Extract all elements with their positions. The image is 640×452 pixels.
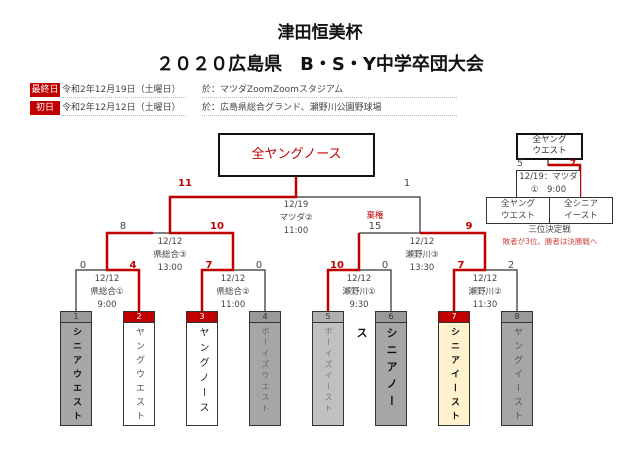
forfeit-note: 棄権 xyxy=(366,211,384,221)
team-3: 3 ヤングノース xyxy=(186,311,218,426)
qf4-info: 12/12 瀬野川② 11:30 xyxy=(450,273,520,312)
qf4-score-left: 7 xyxy=(457,260,465,271)
team-8: 8 ヤングイースト xyxy=(501,311,533,426)
team-name: ヤングイースト xyxy=(512,327,522,425)
team-seed: 7 xyxy=(439,312,469,323)
third-team-left: 全ヤングウエスト xyxy=(486,197,550,224)
third-place-label: 三位決定戦 xyxy=(528,225,571,235)
qf3-score-right: 0 xyxy=(381,260,389,271)
qf2-venue: 県総合② xyxy=(216,287,250,297)
qf1-score-left: 0 xyxy=(79,260,87,271)
qf3-score-left: 10 xyxy=(330,260,344,271)
qf1-venue: 県総合① xyxy=(90,287,124,297)
third-match-line2: ① 9:00 xyxy=(530,185,567,195)
final-score-left: 11 xyxy=(178,178,192,189)
team-seed: 2 xyxy=(124,312,154,323)
team-7: 7 シニアイースト xyxy=(438,311,470,426)
team-seed: 3 xyxy=(187,312,217,323)
first-day-label: 初日 xyxy=(30,101,60,115)
qf4-score-right: 2 xyxy=(507,260,515,271)
team-seed: 1 xyxy=(61,312,91,323)
final-date: 12/19 xyxy=(283,200,309,210)
first-day-venue: 於：広島県総合グランド、瀬野川公園野球場 xyxy=(202,101,457,116)
team-name: シニアイースト xyxy=(449,327,459,425)
qf4-time: 11:30 xyxy=(472,300,498,310)
qf4-date: 12/12 xyxy=(472,274,498,284)
first-day-date: 令和2年12月12日（土曜日） xyxy=(62,101,186,116)
qf3-time: 9:30 xyxy=(349,300,369,310)
team-name: シニアノース xyxy=(355,327,398,412)
team-seed: 6 xyxy=(376,312,406,323)
qf2-score-right: 0 xyxy=(255,260,263,271)
semi1-score-left: 8 xyxy=(119,221,127,232)
final-info: 12/19 マツダ② 11:00 xyxy=(261,199,331,238)
team-seed: 4 xyxy=(250,312,280,323)
title-line2: ２０２０広島県 B・S・Y中学卒団大会 xyxy=(156,54,484,75)
qf4-venue: 瀬野川② xyxy=(468,287,502,297)
semi2-info: 12/12 瀬野川③ 13:30 xyxy=(387,236,457,275)
qf2-score-left: 7 xyxy=(205,260,213,271)
semi1-info: 12/12 県総合③ 13:00 xyxy=(135,236,205,275)
team-seed: 5 xyxy=(313,312,343,323)
semi2-score-right: 9 xyxy=(465,221,473,232)
qf2-date: 12/12 xyxy=(220,274,246,284)
final-day-label: 最終日 xyxy=(30,83,60,97)
qf1-info: 12/12 県総合① 9:00 xyxy=(72,273,142,312)
champion-box: 全ヤングノース xyxy=(218,133,375,177)
third-match-line1: 12/19：マツダ xyxy=(519,172,578,182)
title-line1: 津田恒美杯 xyxy=(277,23,363,43)
third-place-note: 敗者が3位。勝者は決勝戦へ xyxy=(502,237,598,246)
qf3-info: 12/12 瀬野川① 9:30 xyxy=(324,273,394,312)
final-time: 11:00 xyxy=(283,226,309,236)
semi2-score-left: 15 xyxy=(368,221,382,232)
third-winner-line1: 全ヤング xyxy=(532,135,567,145)
semi1-time: 13:00 xyxy=(157,263,183,273)
team-seed: 8 xyxy=(502,312,532,323)
qf2-info: 12/12 県総合② 11:00 xyxy=(198,273,268,312)
final-day-date: 令和2年12月19日（土曜日） xyxy=(62,83,186,98)
team-name: ヤングウエスト xyxy=(134,327,144,425)
third-match-box: 12/19：マツダ ① 9:00 xyxy=(516,170,580,198)
qf3-date: 12/12 xyxy=(346,274,372,284)
final-day-venue: 於：マツダZoomZoomスタジアム xyxy=(202,83,457,98)
team-name: ボーイズイースト xyxy=(324,327,333,415)
third-team-right-line2: イースト xyxy=(564,211,598,221)
semi1-date: 12/12 xyxy=(157,237,183,247)
semi1-score-right: 10 xyxy=(210,221,224,232)
semi2-date: 12/12 xyxy=(409,237,435,247)
qf1-date: 12/12 xyxy=(94,274,120,284)
third-team-right-line1: 全シニア xyxy=(563,199,598,209)
third-team-left-line1: 全ヤング xyxy=(500,199,535,209)
third-score-right: 7 xyxy=(569,159,577,169)
semi1-venue: 県総合③ xyxy=(153,250,187,260)
qf2-time: 11:00 xyxy=(220,300,246,310)
team-2: 2 ヤングウエスト xyxy=(123,311,155,426)
team-name: ボーイズウエスト xyxy=(261,327,270,415)
qf1-time: 9:00 xyxy=(97,300,117,310)
third-score-left: 5 xyxy=(517,159,523,169)
team-name: シニアウエスト xyxy=(71,327,81,425)
third-team-right: 全シニアイースト xyxy=(549,197,613,224)
third-team-left-line2: ウエスト xyxy=(500,211,535,221)
qf1-score-right: 4 xyxy=(129,260,137,271)
final-venue: マツダ② xyxy=(279,213,313,223)
team-name: ヤングノース xyxy=(197,327,208,417)
team-1: 1 シニアウエスト xyxy=(60,311,92,426)
team-5: 5 ボーイズイースト xyxy=(312,311,344,426)
final-score-right: 1 xyxy=(403,178,411,189)
team-4: 4 ボーイズウエスト xyxy=(249,311,281,426)
semi2-time: 13:30 xyxy=(409,263,435,273)
team-6: 6 シニアノース xyxy=(355,311,407,426)
semi2-venue: 瀬野川③ xyxy=(405,250,439,260)
qf3-venue: 瀬野川① xyxy=(342,287,376,297)
third-place-winner-box: 全ヤングウエスト xyxy=(516,133,583,160)
third-winner-line2: ウエスト xyxy=(532,146,567,156)
